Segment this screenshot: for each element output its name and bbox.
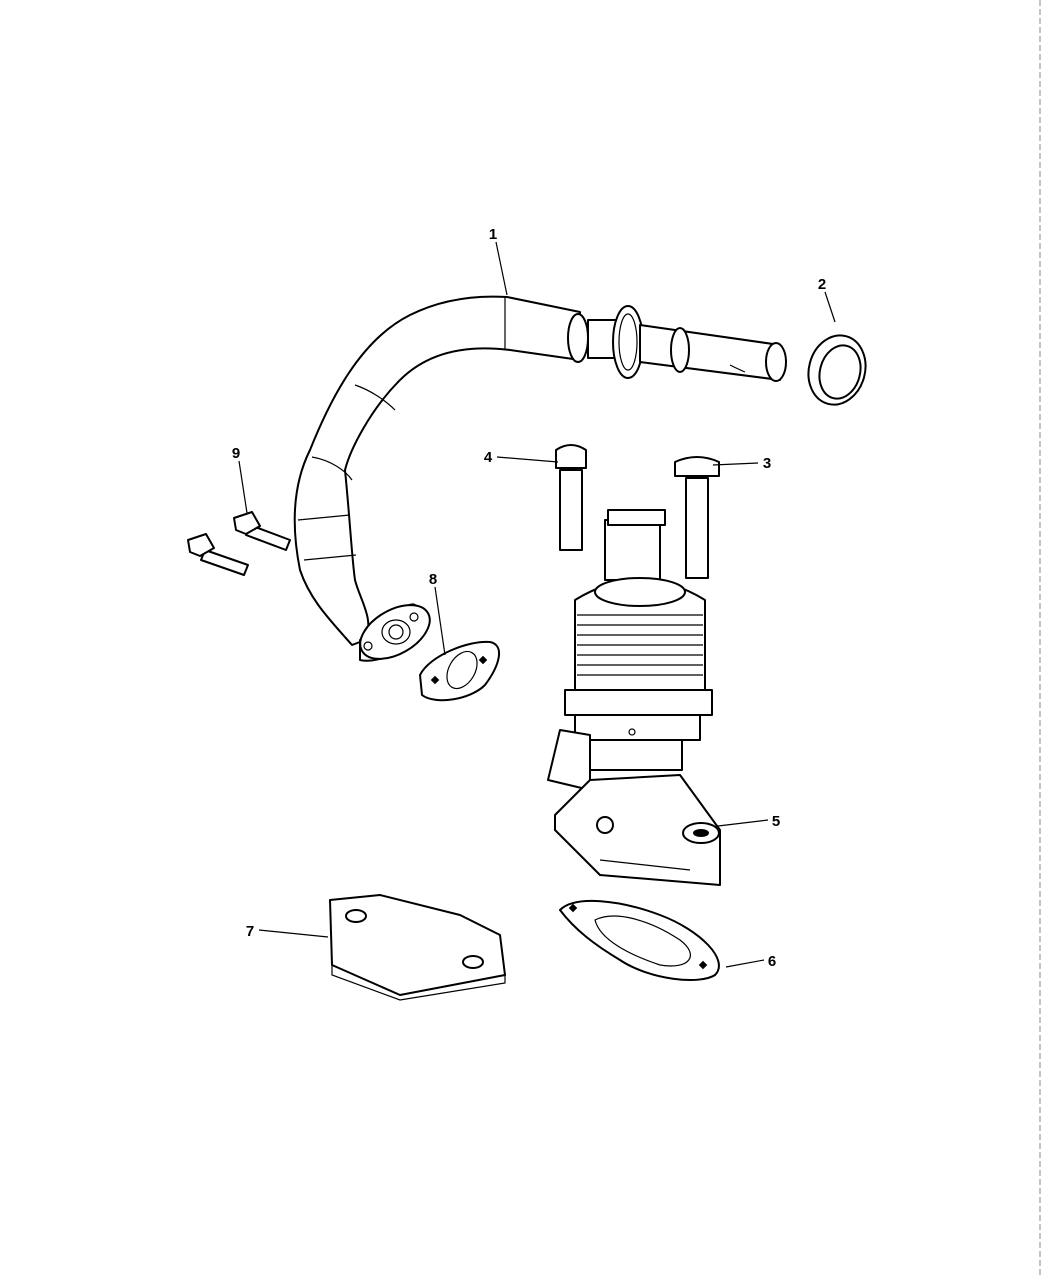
callout-5: 5 xyxy=(772,813,780,830)
part-8-gasket[interactable] xyxy=(419,640,500,702)
part-5-egr-valve[interactable] xyxy=(547,509,721,886)
part-9-bolts[interactable] xyxy=(187,511,291,576)
callout-3: 3 xyxy=(763,455,771,472)
callout-6: 6 xyxy=(768,953,776,970)
part-4-bolt[interactable] xyxy=(555,444,587,551)
callout-7: 7 xyxy=(246,923,254,940)
part-6-gasket[interactable] xyxy=(559,900,720,981)
part-3-bolt[interactable] xyxy=(674,456,720,579)
part-1-egr-tube[interactable] xyxy=(293,295,787,670)
part-7-block-off-plate[interactable] xyxy=(329,894,506,1001)
callouts: 1 2 3 4 5 6 7 8 9 xyxy=(232,226,836,970)
callout-1: 1 xyxy=(489,226,497,243)
part-2-gasket-ring[interactable] xyxy=(801,329,873,411)
callout-8: 8 xyxy=(429,571,437,588)
callout-9: 9 xyxy=(232,445,240,462)
callout-2: 2 xyxy=(818,276,826,293)
callout-4: 4 xyxy=(484,449,493,466)
